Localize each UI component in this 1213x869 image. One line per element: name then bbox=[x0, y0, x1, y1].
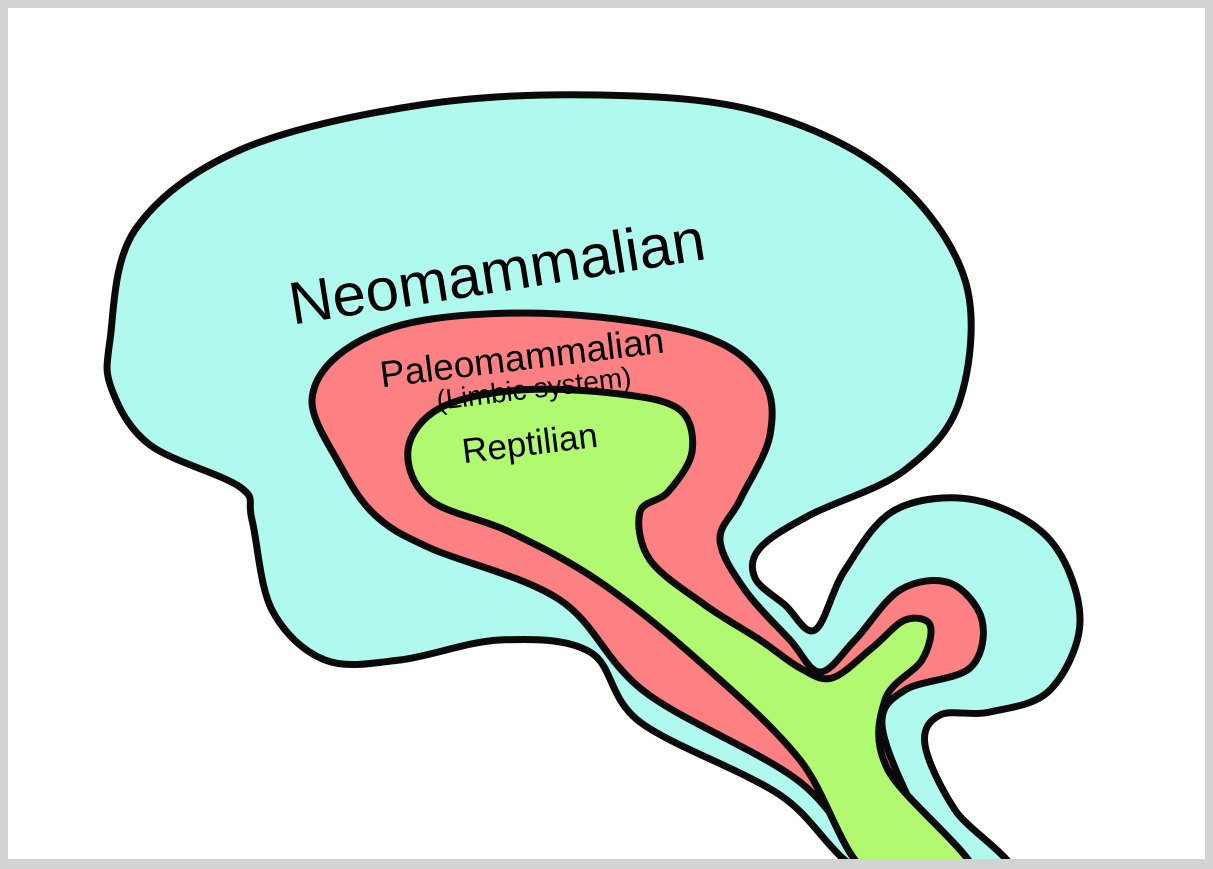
reptilian-region bbox=[404, 385, 972, 859]
